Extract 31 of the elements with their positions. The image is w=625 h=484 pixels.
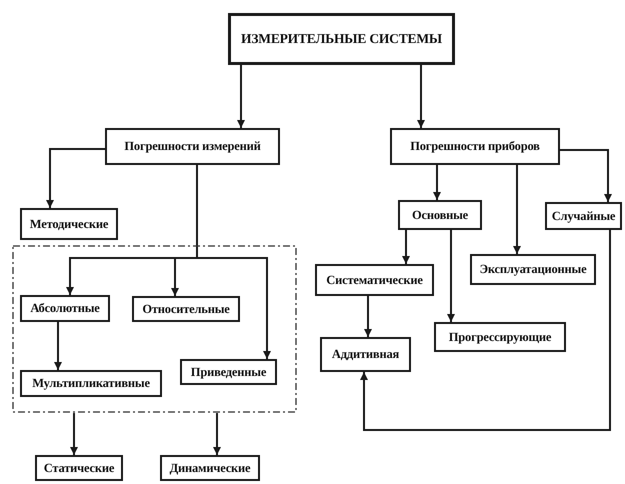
arrow bbox=[513, 165, 521, 254]
category-box: Аддитивная bbox=[320, 337, 411, 372]
arrow bbox=[54, 322, 62, 370]
arrow bbox=[447, 230, 455, 322]
category-box: Эксплуатационные bbox=[470, 254, 596, 285]
category-box: Систематические bbox=[315, 264, 434, 296]
arrow bbox=[70, 413, 78, 455]
category-box: Абсолютные bbox=[20, 295, 110, 322]
title-box: ИЗМЕРИТЕЛЬНЫЕ СИСТЕМЫ bbox=[228, 13, 455, 65]
arrow bbox=[417, 65, 425, 128]
arrow bbox=[213, 413, 221, 455]
arrow bbox=[237, 65, 245, 128]
arrow bbox=[364, 296, 372, 337]
arrow bbox=[433, 165, 441, 200]
arrow bbox=[196, 165, 271, 359]
category-box: Динамические bbox=[160, 455, 260, 481]
arrow bbox=[46, 148, 105, 208]
category-box: Мультипликативные bbox=[20, 370, 162, 397]
category-box: Методические bbox=[20, 208, 118, 240]
category-box: Прогрессирующие bbox=[434, 322, 566, 352]
category-box: Основные bbox=[398, 200, 482, 230]
arrow bbox=[560, 149, 612, 202]
arrow bbox=[402, 230, 410, 264]
dashed-group-frame bbox=[12, 245, 297, 413]
arrow bbox=[360, 230, 611, 431]
category-box: Погрешности измерений bbox=[105, 128, 280, 165]
category-box: Относительные bbox=[132, 296, 240, 322]
category-box: Погрешности приборов bbox=[390, 128, 560, 165]
category-box: Случайные bbox=[545, 202, 622, 230]
category-box: Приведенные bbox=[180, 359, 277, 385]
category-box: Статические bbox=[35, 455, 123, 481]
